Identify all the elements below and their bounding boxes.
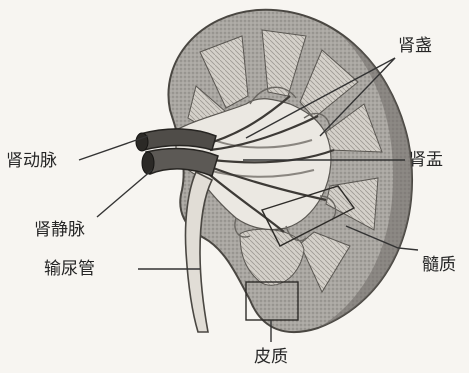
label-cortex: 皮质 — [254, 347, 288, 367]
label-medulla: 髓质 — [422, 255, 456, 275]
label-renal-artery: 肾动脉 — [6, 151, 57, 171]
label-renal-pelvis: 肾盂 — [409, 150, 443, 170]
label-renal-vein: 肾静脉 — [34, 220, 85, 240]
label-ureter: 输尿管 — [44, 259, 95, 279]
renal-vein-shape — [146, 149, 218, 176]
leader-renal-vein — [97, 170, 152, 217]
label-renal-calyx: 肾盏 — [398, 36, 432, 56]
